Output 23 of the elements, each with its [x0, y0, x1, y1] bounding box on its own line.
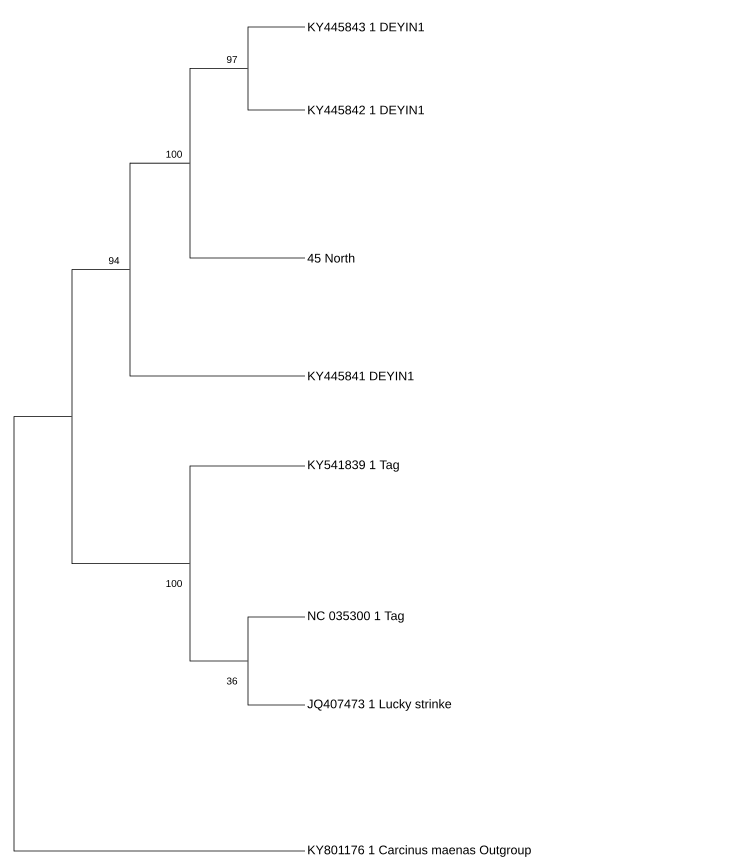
leaf-label: 45 North: [307, 253, 354, 263]
branch-line: [248, 704, 306, 706]
branch-line: [14, 850, 306, 852]
branch-line: [130, 162, 190, 164]
branch-line: [72, 563, 190, 564]
bootstrap-value: 100: [166, 150, 182, 158]
branch-line: [190, 660, 248, 662]
leaf-label: NC 035300 1 Tag: [308, 611, 404, 623]
leaf-label: KY801176 1 Carcinus maenas Outgroup: [308, 845, 531, 857]
bootstrap-value: 100: [166, 580, 182, 588]
leaf-label: KY445843 1 DEYIN1: [308, 22, 424, 32]
branch-line: [248, 26, 306, 28]
bootstrap-value: 97: [226, 56, 238, 64]
leaf-label: KY445841 DEYIN1: [308, 372, 414, 380]
leaf-label: KY445842 1 DEYIN1: [308, 106, 424, 114]
leaf-label: KY541839 1 Tag: [308, 460, 399, 472]
bootstrap-value: 94: [108, 257, 120, 264]
branch-line: [14, 416, 72, 417]
branch-line: [248, 616, 306, 618]
leaf-label: JQ407473 1 Lucky strinke: [307, 699, 452, 711]
bootstrap-value: 36: [226, 677, 238, 685]
branch-line: [190, 68, 248, 69]
branch-line: [72, 269, 130, 270]
